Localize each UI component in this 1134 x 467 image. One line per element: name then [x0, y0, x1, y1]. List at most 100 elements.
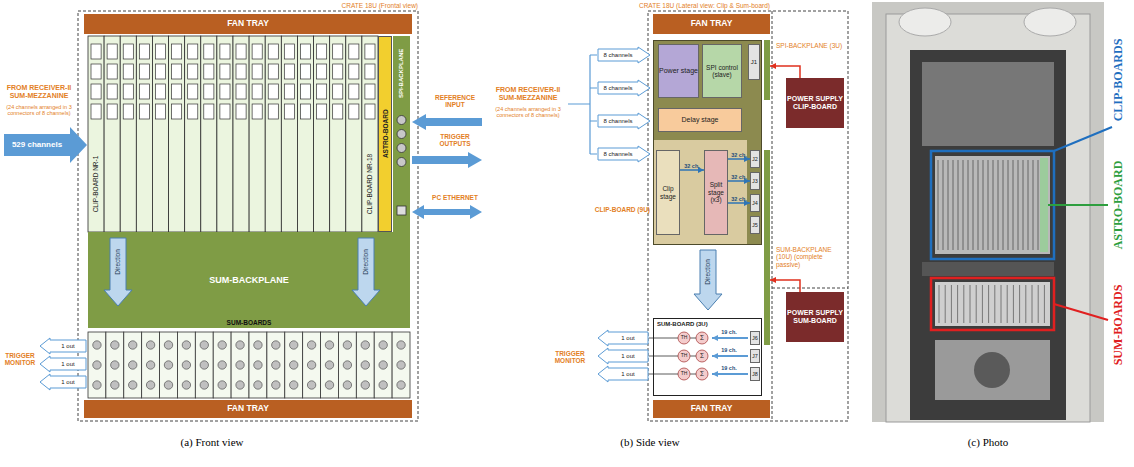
slot-connector	[220, 64, 230, 79]
direction-arrow	[104, 238, 132, 306]
clip-board-slot	[217, 36, 233, 232]
board-edge	[982, 285, 983, 323]
lemo-connector	[379, 381, 387, 389]
power-supply-box: POWER SUPPLY CLIP-BOARD	[786, 78, 844, 128]
coax-connector	[397, 116, 406, 125]
sum-board-slot	[195, 332, 213, 398]
clip-board-body	[653, 40, 762, 245]
direction-label: Direction	[114, 249, 121, 275]
slot-connector	[139, 44, 149, 59]
label-anchor: TRIGGER MONITOR	[1, 352, 39, 367]
output-arrow	[40, 356, 86, 372]
slot-connector	[252, 84, 262, 99]
signal-connector	[770, 66, 800, 78]
lemo-connector	[379, 361, 387, 369]
board-edge	[951, 285, 952, 323]
board-edge	[943, 160, 944, 250]
slot-connector	[268, 84, 278, 99]
out-label: 1 out	[621, 335, 634, 342]
lemo-connector	[129, 381, 137, 389]
slot-connector	[123, 84, 133, 99]
section-title: CRATE 18U (Lateral view: Clip & Sum-boar…	[570, 2, 770, 9]
wire	[690, 356, 696, 357]
stage-box: Power stage	[658, 44, 699, 98]
out-label: 1 out	[61, 379, 74, 386]
direction-arrow	[352, 238, 380, 306]
edge-label: 32 ch.	[684, 163, 700, 169]
lemo-connector	[307, 381, 315, 389]
lemo-connector	[272, 341, 280, 349]
board-edge	[998, 160, 999, 250]
slot-connector	[139, 64, 149, 79]
slot-connector	[236, 84, 246, 99]
channel-arrow	[712, 355, 748, 357]
direction-arrow	[694, 250, 722, 310]
label-anchor: FROM RECEIVER-II SUM-MEZZANINE	[2, 84, 76, 100]
backplane-strip: SUM-BACKPLANE (10U) (complete passive)	[764, 150, 770, 345]
clip-board-slot	[249, 36, 265, 232]
board-edge	[1032, 285, 1033, 323]
sum-board: SUM-BOARD (3U)J6J7J8	[653, 318, 762, 396]
node-label: J8	[752, 371, 758, 377]
channel-label: 8 channels	[603, 85, 632, 92]
board-edge	[953, 160, 954, 250]
edge-label: 32 ch.	[731, 174, 747, 180]
lemo-connector	[343, 381, 351, 389]
lemo-connector	[397, 341, 405, 349]
lemo-connector	[325, 381, 333, 389]
sum-board-slot	[285, 332, 303, 398]
coax-connector	[397, 144, 406, 153]
direction-label: Direction	[704, 259, 711, 285]
node-label: Delay stage	[682, 116, 719, 124]
input-arrow	[4, 127, 87, 163]
label-anchor: PC ETHERNET	[426, 194, 484, 201]
board-edge	[1025, 285, 1026, 323]
board-edge	[1038, 285, 1039, 323]
board-strip: ASTRO-BOARD	[378, 36, 392, 232]
output-arrow	[598, 366, 648, 382]
panel-caption: (a) Front view	[181, 436, 244, 449]
lemo-connector	[111, 341, 119, 349]
output-arrow	[40, 338, 86, 354]
lemo-connector	[325, 341, 333, 349]
node-label: SPI control (slave)	[703, 64, 741, 79]
board-edge	[970, 285, 971, 323]
channel-arrow	[712, 337, 748, 339]
node-label: J6	[752, 335, 758, 341]
node-label: Split stage (x3)	[705, 181, 727, 203]
output-label: TRIGGER MONITOR	[548, 350, 592, 365]
lemo-connector	[182, 341, 190, 349]
board-edge	[958, 160, 959, 250]
slot-connector	[172, 64, 182, 79]
board-edge	[948, 160, 949, 250]
output-arrow	[598, 330, 648, 346]
lemo-connector	[111, 381, 119, 389]
slot-connector	[365, 44, 375, 59]
threshold-circle	[678, 368, 690, 380]
edge-label: 32 ch.	[731, 196, 747, 202]
stage-box: Delay stage	[658, 108, 742, 132]
lemo-connector	[93, 361, 101, 369]
crate-divider	[772, 288, 848, 289]
power-supply-box: POWER SUPPLY SUM-BOARD	[786, 292, 844, 342]
slot-connector	[188, 64, 198, 79]
node-label: Clip stage	[657, 185, 679, 200]
lemo-connector	[397, 381, 405, 389]
lemo-connector	[361, 381, 369, 389]
channel-count: 529 channels	[12, 140, 62, 149]
node-label: POWER SUPPLY SUM-BOARD	[786, 309, 844, 325]
lemo-connector	[218, 381, 226, 389]
slot-connector	[91, 44, 101, 59]
lemo-connector	[290, 341, 298, 349]
node-label: SPI-BACKPLANE	[398, 48, 405, 97]
sum-circle	[696, 332, 708, 344]
slot-connector	[317, 84, 327, 99]
lemo-connector	[182, 381, 190, 389]
clip-board: CLIP-BOARD (9U)Power stageSPI control (s…	[653, 40, 762, 245]
lemo-connector	[182, 361, 190, 369]
clip-board-slot	[233, 36, 249, 232]
lemo-connector	[307, 361, 315, 369]
signal-connector	[728, 202, 750, 204]
slot-connector	[123, 64, 133, 79]
lemo-connector	[164, 381, 172, 389]
